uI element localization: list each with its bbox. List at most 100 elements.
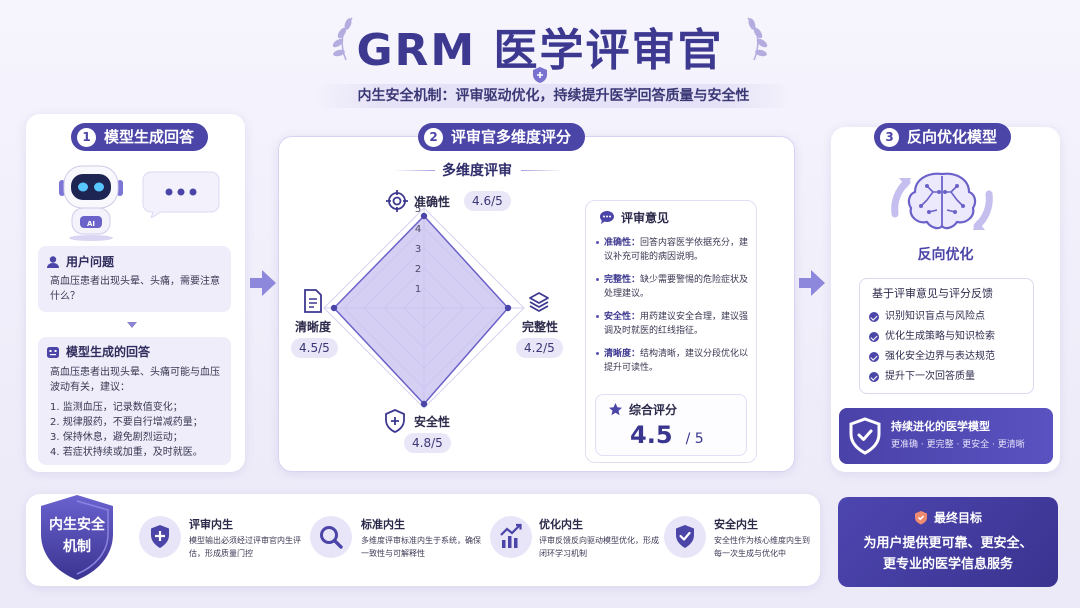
divider (521, 170, 563, 171)
shield-plus-icon (385, 409, 405, 433)
goal-box (838, 497, 1058, 587)
axis-label: 安全性 (414, 414, 451, 429)
answer-header: 模型生成的回答 (46, 343, 150, 360)
mechanism-badge-text: 内生安全 机制 (37, 514, 117, 558)
review-key: 安全性： (604, 312, 641, 322)
step3-header: 3 反向优化模型 (874, 123, 1012, 151)
review-title: 评审意见 (621, 211, 670, 225)
axis-clarity (302, 289, 324, 317)
radar-tick-label: 3 (415, 244, 421, 255)
check-icon (869, 312, 879, 322)
review-text: 回答内容医学依据充分，建议补充可能的病因说明。 (604, 238, 749, 262)
check-icon (869, 332, 879, 342)
goal-text: 为用户提供更可靠、更安全、 更专业的医学信息服务 (838, 533, 1058, 575)
axis-score: 4.5/5 (291, 338, 338, 358)
radar-tick-label: 4 (415, 224, 421, 235)
feedback-title: 基于评审意见与评分反馈 (872, 287, 993, 300)
list-item: 识别知识盲点与风险点 (869, 307, 995, 327)
shield-check-icon (676, 525, 694, 548)
step1-number: 1 (77, 127, 96, 147)
radar-tick-label: 5 (415, 204, 421, 215)
reverse-optimize-label: 反向优化 (917, 247, 974, 263)
step2-label: 评审官多维度评分 (451, 128, 572, 146)
axis-label: 清晰度 (295, 320, 332, 334)
step3-label: 反向优化模型 (907, 128, 998, 146)
mechanism-icon-bg (664, 516, 706, 558)
shield-check-icon (914, 511, 927, 525)
mechanism-desc: 评审反馈反向驱动模型优化，形成闭环学习机制 (539, 536, 659, 558)
list-item: 提升下一次回答质量 (869, 367, 995, 387)
radar-chart: 1 2 3 4 5 (323, 204, 525, 409)
feedback-card (859, 278, 1034, 394)
down-arrow-icon (127, 322, 137, 328)
evolving-model-title: 持续进化的医学模型 (891, 420, 990, 433)
feedback-list: 识别知识盲点与风险点 优化生成策略与知识检索 强化安全边界与表达规范 提升下一次… (869, 307, 995, 387)
divider (393, 170, 435, 171)
axis-completeness (528, 291, 550, 317)
step1-label: 模型生成回答 (104, 128, 195, 146)
axis-score: 4.2/5 (516, 338, 563, 358)
radar-point (330, 304, 338, 312)
answer-title: 模型生成的回答 (66, 345, 151, 359)
evolving-model-box (839, 408, 1053, 464)
flow-arrow-icon (250, 270, 276, 296)
feedback-item: 识别知识盲点与风险点 (885, 311, 985, 322)
target-icon (386, 190, 408, 212)
goal-header: 最终目标 (838, 509, 1058, 526)
check-icon (869, 372, 879, 382)
evolving-model-subtitle: 更准确 · 更完整 · 更安全 · 更清晰 (891, 440, 1025, 450)
review-key: 完整性： (604, 275, 641, 285)
document-icon (304, 289, 322, 313)
step2-number: 2 (424, 127, 443, 147)
radar-tick-label: 2 (415, 264, 421, 275)
subtitle-banner: 内生安全机制：评审驱动优化，持续提升医学回答质量与安全性 (315, 84, 792, 108)
axis-label: 完整性 (522, 320, 559, 334)
svg-text:AI: AI (87, 220, 95, 228)
review-header: 评审意见 (599, 209, 669, 226)
axis-accuracy: 准确性 4.6/5 (386, 190, 511, 212)
list-item: 清晰度：结构清晰，建议分段优化以提升可读性。 (596, 347, 752, 375)
mechanism-title: 安全内生 (714, 518, 758, 531)
mechanism-title: 标准内生 (361, 518, 405, 531)
overall-label: 综合评分 (629, 403, 678, 417)
list-item: 完整性：缺少需要警惕的危险症状及处理建议。 (596, 273, 752, 301)
review-key: 清晰度： (604, 349, 641, 359)
section-title: 多维度评审 (442, 163, 512, 179)
list-item: 1. 监测血压，记录数值变化； (50, 402, 183, 413)
shield-plus-icon (533, 67, 547, 83)
radar-point (420, 212, 428, 220)
review-text: 结构清晰，建议分段优化以提升可读性。 (604, 349, 749, 373)
mechanism-icon-bg (310, 516, 352, 558)
shield-plus-icon (151, 525, 169, 548)
overall-score: 4.5 / 5 (630, 421, 704, 449)
badge-line: 内生安全 (49, 517, 105, 533)
list-item: 3. 保持休息，避免剧烈运动； (50, 432, 183, 443)
robot-icon: AI (59, 165, 123, 241)
list-item: 安全性：用药建议安全合理，建议强调及时就医的红线指征。 (596, 310, 752, 338)
review-list: 准确性：回答内容医学依据充分，建议补充可能的病因说明。 完整性：缺少需要警惕的危… (596, 236, 752, 384)
question-header: 用户问题 (46, 253, 114, 270)
goal-line: 更专业的医学信息服务 (882, 557, 1013, 572)
axis-label: 准确性 (414, 194, 451, 209)
step1-header: 1 模型生成回答 (71, 123, 209, 151)
answer-card (38, 337, 231, 465)
answer-intro: 高血压患者出现头晕、头痛可能与血压波动有关，建议： (50, 367, 220, 393)
shield-badge-icon (41, 495, 113, 580)
overall-value: 4.5 (630, 421, 673, 449)
laurel-right-icon (747, 17, 768, 61)
radar-tick-label: 1 (415, 284, 421, 295)
chart-up-icon (500, 523, 522, 548)
step3-number: 3 (880, 127, 899, 147)
feedback-item: 优化生成策略与知识检索 (885, 331, 995, 342)
goal-line: 为用户提供更可靠、更安全、 (863, 536, 1033, 551)
review-text: 用药建议安全合理，建议强调及时就医的红线指征。 (604, 312, 749, 336)
overall-score-box (595, 394, 747, 456)
mechanism-desc: 模型输出必须经过评审官内生评估，形成质量门控 (189, 536, 301, 558)
user-icon (47, 255, 59, 268)
review-text: 缺少需要警惕的危险症状及处理建议。 (604, 275, 749, 299)
badge-line: 机制 (63, 539, 91, 555)
axis-score: 4.6/5 (464, 191, 511, 211)
mechanism-title: 优化内生 (539, 518, 583, 531)
chat-icon (600, 211, 614, 224)
mechanism-icon-bg (139, 516, 181, 558)
